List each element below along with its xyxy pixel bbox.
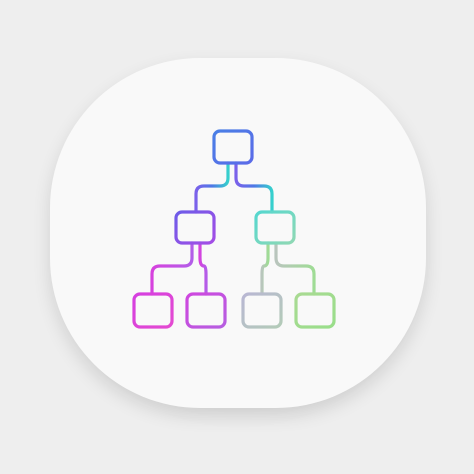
node-middle-right <box>254 210 296 245</box>
connector-top-left <box>194 161 230 214</box>
connector-right-b <box>274 241 316 296</box>
connector-top-right <box>234 161 274 214</box>
node-bottom-4 <box>294 292 336 329</box>
node-boxes <box>132 129 336 329</box>
node-middle-left <box>174 210 216 245</box>
connector-lines <box>150 161 316 296</box>
node-bottom-3 <box>241 292 283 329</box>
connector-left-a <box>150 241 194 296</box>
node-top <box>212 129 254 165</box>
connector-right-a <box>260 241 270 296</box>
node-bottom-1 <box>132 292 174 329</box>
node-bottom-2 <box>185 292 227 329</box>
app-icon-container[interactable] <box>50 58 426 408</box>
connector-left-b <box>198 241 208 296</box>
